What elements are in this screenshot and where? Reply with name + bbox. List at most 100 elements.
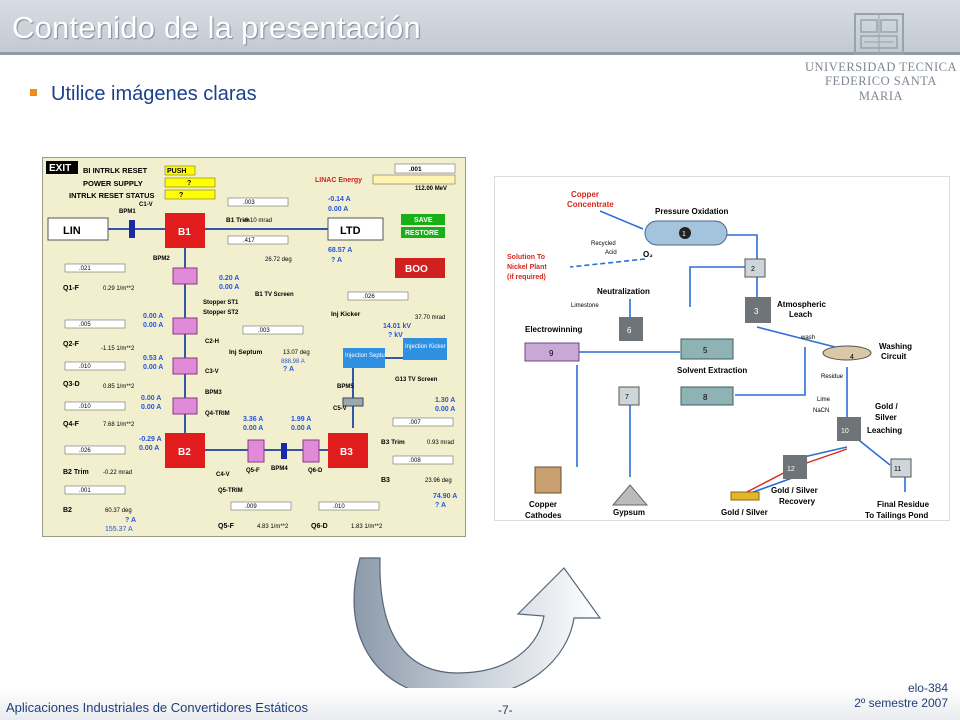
reset-status-value: ? (179, 192, 183, 199)
b2-trim-current-1: -0.29 A (139, 436, 162, 443)
university-crest-icon (854, 13, 904, 55)
b2-trim-setpoint[interactable] (64, 445, 126, 455)
boo-button-bg[interactable] (395, 258, 445, 278)
linac-setpoint[interactable] (394, 163, 456, 174)
quad-q3[interactable] (172, 357, 198, 375)
pipe-nickel (569, 258, 646, 268)
b3-label: B3 (340, 447, 353, 458)
boo-button[interactable]: BOO (405, 264, 428, 275)
restore-button-bg[interactable] (401, 227, 445, 238)
b1-current-3: 68.57 A (328, 247, 352, 254)
push-button-bg[interactable] (164, 165, 196, 176)
injection-kicker-box[interactable] (403, 338, 447, 360)
c1v-label: C1-V (139, 202, 153, 208)
step-2: 2 (751, 266, 755, 273)
b2-trim-value: -0.22 mrad (103, 470, 132, 476)
washing-circuit-tank (822, 345, 872, 361)
b1-trim-setpoint[interactable] (227, 197, 289, 207)
q4f-setpoint[interactable] (64, 401, 126, 411)
b3-side-label: B3 (381, 477, 390, 484)
b3-setpoint[interactable] (392, 455, 454, 465)
b3-trim-set: .007 (409, 420, 421, 426)
step-3: 3 (754, 307, 759, 316)
b2-setpoint[interactable] (64, 485, 126, 495)
q1f-setpoint[interactable] (64, 263, 126, 273)
ltd-label: LTD (340, 225, 361, 237)
page-number: -7- (498, 703, 513, 717)
q2f-set: .005 (79, 322, 91, 328)
atmospheric-leach-2: Leach (789, 310, 812, 319)
recovery-tank (783, 455, 807, 479)
q5f-setpoint[interactable] (230, 501, 292, 511)
wash-label: wash (800, 335, 815, 341)
inj-kicker-setpoint[interactable] (347, 291, 409, 301)
final-residue-2: To Tailings Pond (865, 511, 928, 520)
step-7: 7 (625, 394, 629, 401)
pipe-to-final (854, 436, 891, 466)
b1-current-1: -0.14 A (328, 196, 351, 203)
curved-arrow-icon (353, 557, 602, 699)
q6d-setpoint[interactable] (318, 501, 380, 511)
dipole-b1[interactable] (165, 213, 205, 248)
c5v-label: C5-V (333, 406, 347, 412)
b2-current-2: 155.37 A (105, 526, 133, 533)
q4-current-2: 0.00 A (141, 404, 161, 411)
push-button[interactable]: PUSH (167, 168, 186, 175)
bpm2-label: BPM2 (153, 256, 170, 262)
b1-setpoint[interactable] (227, 235, 289, 245)
reset-label-1: BI INTRLK RESET (83, 166, 148, 175)
b3-trim-label: B3 Trim (381, 439, 405, 446)
atmospheric-leach-tank (745, 297, 771, 323)
exit-button[interactable]: EXIT (49, 163, 71, 174)
q6d-label-small: Q6-D (308, 468, 323, 474)
solution-nickel-2: Nickel Plant (507, 264, 547, 271)
quad-q6[interactable] (302, 439, 320, 463)
inj-septum-label: Inj Septum (229, 349, 262, 356)
b3-current-1: 74.90 A (433, 493, 457, 500)
hydrometallurgy-process-diagram: 1 2 3 4 5 6 7 8 9 10 11 12 Copper Concen… (494, 176, 950, 521)
copper-cathodes-icon (534, 466, 562, 494)
q5trim-label: Q5-TRIM (218, 488, 243, 494)
c5v-magnet (342, 397, 364, 407)
q2f-setpoint[interactable] (64, 319, 126, 329)
save-button-bg[interactable] (401, 214, 445, 225)
leaching-3: Leaching (867, 426, 902, 435)
save-button[interactable]: SAVE (414, 217, 433, 224)
title-bar (0, 0, 960, 55)
quad-q2[interactable] (172, 317, 198, 335)
c4v-label: C4-V (216, 472, 230, 478)
bpm3-label: BPM3 (205, 390, 222, 396)
b2-side-label: B2 (63, 507, 72, 514)
injection-septum-box[interactable] (343, 348, 385, 368)
b1-trim-set: .003 (243, 200, 255, 206)
restore-button[interactable]: RESTORE (405, 230, 439, 237)
c3v-label: C3-V (205, 369, 219, 375)
course-code: elo-384 (907, 681, 948, 695)
b3-trim-setpoint[interactable] (392, 417, 454, 427)
quad-q1[interactable] (172, 267, 198, 285)
dipole-b3[interactable] (328, 433, 368, 468)
solvent-extraction-tank (680, 338, 734, 360)
inj-septum-setpoint[interactable] (242, 325, 304, 335)
exit-button-bg[interactable] (46, 161, 78, 174)
q4f-set: .010 (79, 404, 91, 410)
q3d-setpoint[interactable] (64, 361, 126, 371)
recycled-acid-2: Acid (605, 250, 617, 256)
logo-line-2: FEDERICO SANTA MARIA (825, 74, 937, 103)
b2-trim-set: .026 (79, 448, 91, 454)
nacn-label: NaCN (813, 408, 829, 414)
atmospheric-leach-1: Atmospheric (777, 300, 826, 309)
stopper1-label: Stopper ST1 (203, 300, 239, 306)
injection-kicker-label: Injection Kicker (405, 344, 446, 350)
reset-label-2: POWER SUPPLY (83, 179, 143, 188)
gold-silver-label: Gold / Silver (721, 508, 768, 517)
quad-q5[interactable] (247, 439, 265, 463)
q3d-label: Q3-D (63, 381, 80, 388)
quad-q4[interactable] (172, 397, 198, 415)
process-diagram-graphic: 1 2 3 4 5 6 7 8 9 10 11 12 Copper Concen… (507, 190, 930, 520)
b1-trim-label: B1 Trim (226, 217, 250, 224)
power-supply-status (164, 177, 216, 188)
step-9: 9 (549, 349, 554, 358)
pipe-oxidation-out (727, 234, 758, 259)
dipole-b2[interactable] (165, 433, 205, 468)
